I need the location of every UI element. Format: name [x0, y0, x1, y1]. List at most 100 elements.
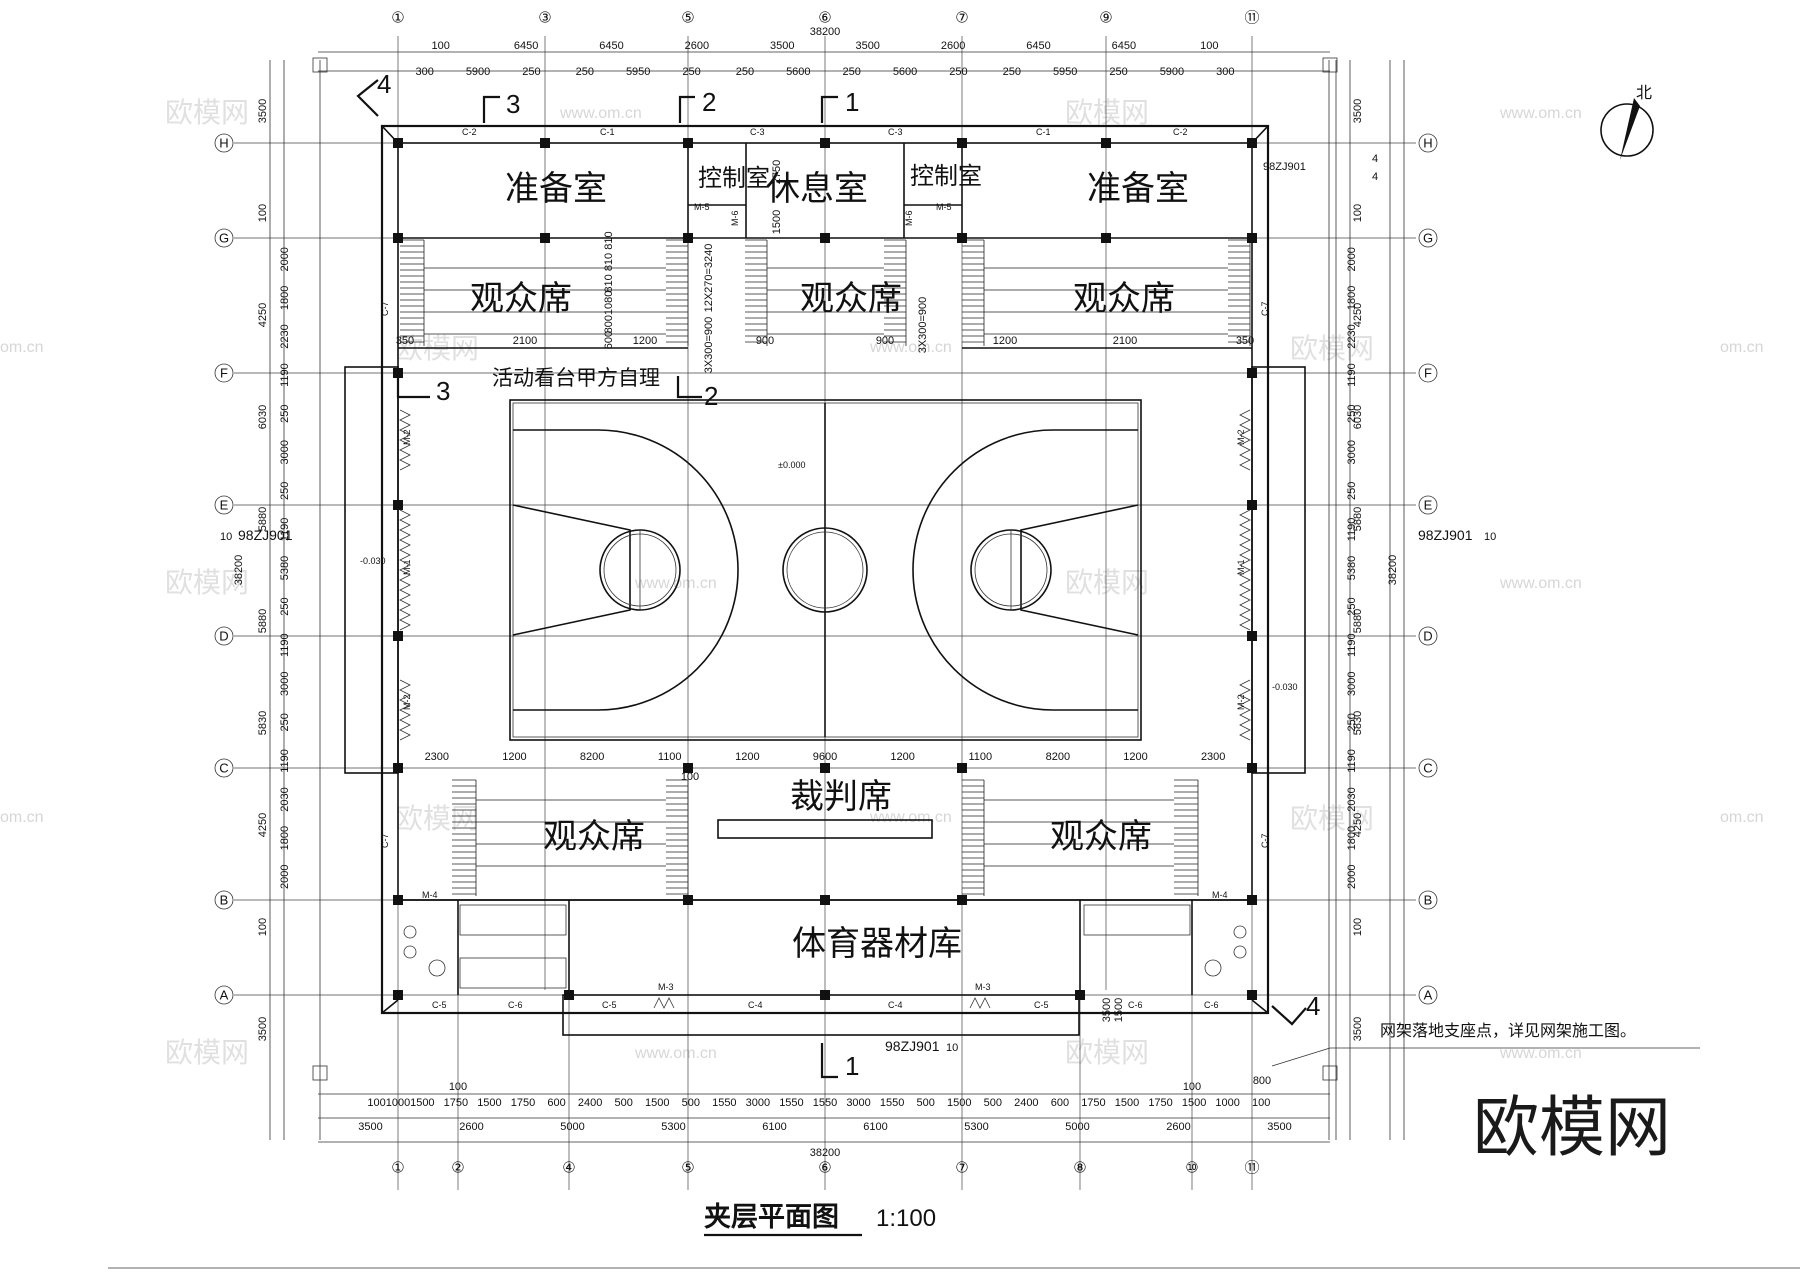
dimension-text: 5300: [661, 1121, 685, 1133]
grid-bubble: ⑪: [1244, 1160, 1259, 1177]
dimension-text: 2000: [1346, 864, 1358, 888]
dimension-text: 250: [1346, 597, 1358, 615]
watermark: 欧模网: [1290, 332, 1374, 365]
drawing-scale: 1:100: [876, 1205, 936, 1232]
room-labels: 准备室 控制室 休息室 控制室 准备室 观众席 观众席 观众席 观众席 裁判席 …: [470, 162, 1189, 964]
grid-bubble: ①: [391, 10, 404, 27]
grid-row-bubble: [214, 228, 234, 248]
room-stands-north-left: 观众席: [470, 279, 572, 319]
dimension-text: 5380: [279, 556, 291, 580]
grid-row-bubble: [214, 495, 234, 515]
dimension-text: 500: [984, 1097, 1002, 1109]
dimension-text: 100: [681, 771, 699, 783]
dimension-text: 250: [279, 597, 291, 615]
dimension-text: 1500: [410, 1097, 434, 1109]
column: [1075, 990, 1085, 1000]
dimension-text: 1190: [279, 363, 291, 387]
dimension-text: 5950: [1053, 66, 1077, 78]
watermark-url: om.cn: [0, 339, 44, 356]
column: [540, 138, 550, 148]
window-tag: C-6: [1204, 1000, 1219, 1010]
dimension-text: 100: [449, 1081, 467, 1093]
grid-row-label: C: [1423, 761, 1432, 776]
dimension-text: 5380: [1346, 556, 1358, 580]
room-storage: 体育器材库: [792, 924, 962, 964]
detail-ref-fraction: 10: [220, 531, 232, 543]
grid-row-label: E: [220, 498, 229, 513]
window-tag: C-7: [1260, 833, 1270, 848]
dimension-text: 1001000: [367, 1097, 410, 1109]
detail-ref-fraction: 4: [1372, 171, 1378, 183]
dimension-text: 1800: [279, 826, 291, 850]
room-prep-left: 准备室: [505, 169, 607, 209]
column: [1247, 895, 1257, 905]
detail-ref-fraction: 10: [946, 1042, 958, 1054]
grid-bubble: ⑥: [818, 1160, 831, 1177]
elevation-left: -0.030: [360, 556, 386, 566]
dimension-text: 810 810 810: [603, 231, 615, 292]
column: [1247, 763, 1257, 773]
grid-row-bubble: [214, 758, 234, 778]
grid-row-label: B: [1424, 893, 1433, 908]
section-mark: 2: [702, 87, 716, 117]
dimension-text: 1800: [1346, 826, 1358, 850]
watermark-url: www.om.cn: [1499, 1045, 1582, 1062]
dimension-text: 1550: [813, 1097, 837, 1109]
dimension-text: 1750: [511, 1097, 535, 1109]
dimension-text: 1500: [771, 210, 783, 234]
note-movable-stands: 活动看台甲方自理: [492, 366, 660, 390]
dimension-text: 5880: [1352, 507, 1364, 531]
column: [540, 233, 550, 243]
window-tag: C-7: [380, 301, 390, 316]
dimension-text: 3500: [257, 1017, 269, 1041]
dimension-text: 100: [257, 204, 269, 222]
dimension-text: 1100: [658, 751, 682, 763]
window-tag: C-4: [748, 1000, 763, 1010]
grid-row-label: H: [219, 136, 228, 151]
grid-bubble: ⑪: [1244, 10, 1259, 27]
column: [820, 138, 830, 148]
door-swing: [653, 997, 675, 1009]
dimension-text: 1200: [1123, 751, 1147, 763]
dimension-text: 2600: [685, 40, 709, 52]
window-tag: C-5: [602, 1000, 617, 1010]
column: [1101, 138, 1111, 148]
column: [683, 895, 693, 905]
structural-columns: [393, 138, 1257, 1000]
dimension-text: 1550: [779, 1097, 803, 1109]
grid-row-bubble: [1418, 626, 1438, 646]
door-tag: M-6: [904, 211, 914, 227]
door-swing: [1239, 409, 1251, 471]
drawing-title-text: 夹层平面图: [704, 1202, 839, 1233]
watermark: 欧模网: [165, 566, 249, 599]
dimension-text: 800: [1253, 1075, 1271, 1087]
dimension-text: 250: [1346, 482, 1358, 500]
dimension-text: 2000: [279, 864, 291, 888]
north-arrow-icon: [1620, 98, 1640, 160]
dimension-text: 600: [547, 1097, 565, 1109]
dimension-text: 5000: [1065, 1121, 1089, 1133]
dimension-text: 8001080: [603, 291, 615, 334]
dimension-text: 5830: [257, 711, 269, 735]
watermark-url: www.om.cn: [869, 339, 952, 356]
door-tags: M-2 M-1 M-2 M-2 M-1 M-2 M-3 M-3 M-4 M-4 …: [402, 202, 1246, 992]
elevation-court: ±0.000: [778, 460, 805, 470]
grid-row-bubble: [1418, 363, 1438, 383]
column: [393, 763, 403, 773]
dimension-text: 1800: [279, 286, 291, 310]
dimension-text: 5900: [1160, 66, 1184, 78]
door-tag: M-4: [1212, 890, 1228, 900]
door-swing: [399, 679, 411, 741]
dimension-text: 1750: [1148, 1097, 1172, 1109]
grid-row-label: E: [1424, 498, 1433, 513]
column: [393, 368, 403, 378]
column: [1247, 138, 1257, 148]
dimension-text: 3000: [846, 1097, 870, 1109]
window-tags: C-2 C-1 C-3 C-3 C-1 C-2 C-5 C-6 C-5 C-4 …: [380, 127, 1270, 1010]
column: [1247, 500, 1257, 510]
dimension-text: 250: [949, 66, 967, 78]
dimension-text: 2300: [425, 751, 449, 763]
room-control-right: 控制室: [910, 162, 982, 190]
dimension-text: 100: [1252, 1097, 1270, 1109]
dimension-text: 3000: [746, 1097, 770, 1109]
